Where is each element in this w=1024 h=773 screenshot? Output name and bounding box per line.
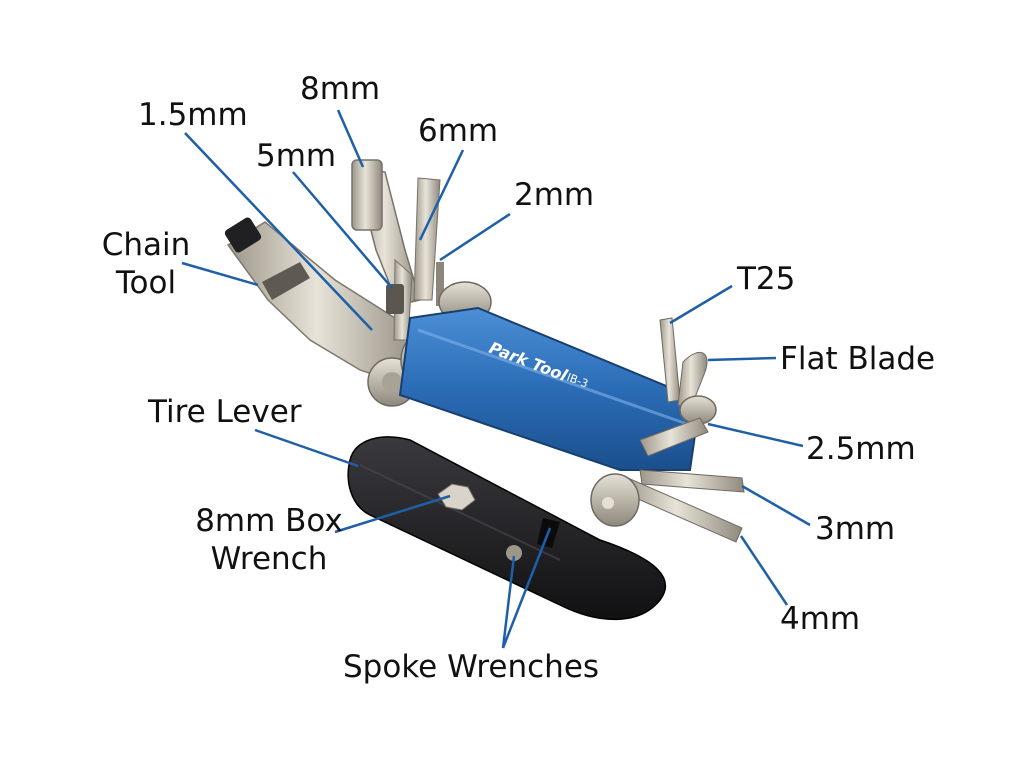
label-2-5mm: 2.5mm — [806, 431, 916, 467]
label-chain-tool: Chain Tool — [98, 226, 194, 302]
label-box-line-1: 8mm Box — [195, 503, 343, 539]
label-chain-line-2: Tool — [115, 265, 177, 301]
right-hex-keys — [590, 317, 745, 543]
label-1-5mm: 1.5mm — [138, 97, 248, 133]
blue-body: Park Tool IB-3 — [398, 306, 702, 471]
label-tire-lever: Tire Lever — [148, 394, 302, 430]
label-6mm: 6mm — [418, 113, 499, 149]
leader-lines — [181, 109, 811, 649]
label-4mm: 4mm — [780, 601, 861, 637]
label-flat-blade: Flat Blade — [780, 341, 936, 377]
label-8mm: 8mm — [300, 71, 381, 107]
tire-lever-body — [347, 436, 667, 621]
leader-t25 — [669, 284, 733, 325]
leader-5mm — [292, 171, 393, 289]
leader-3mm — [741, 484, 811, 527]
label-5mm: 5mm — [256, 138, 337, 174]
label-box-line-2: Wrench — [210, 541, 328, 577]
leader-spoke-right — [501, 527, 552, 649]
leader-box-wrench — [334, 494, 451, 534]
label-t25: T25 — [737, 261, 796, 297]
label-box-wrench: 8mm Box Wrench — [186, 502, 352, 578]
leader-2mm — [439, 212, 511, 262]
label-spoke-wrenches: Spoke Wrenches — [343, 649, 600, 685]
label-2mm: 2mm — [514, 177, 595, 213]
label-3mm: 3mm — [815, 511, 896, 547]
leader-2-5mm — [707, 422, 804, 448]
leader-6mm — [418, 149, 465, 241]
leader-4mm — [739, 535, 789, 606]
label-chain-line-1: Chain — [101, 227, 191, 263]
leader-tire-lever — [254, 428, 359, 468]
leader-8mm — [336, 109, 365, 168]
leader-1-5mm — [184, 132, 373, 331]
leader-spoke-left — [501, 555, 516, 649]
leader-flat-blade — [707, 356, 777, 362]
leader-chain-tool — [181, 261, 259, 287]
